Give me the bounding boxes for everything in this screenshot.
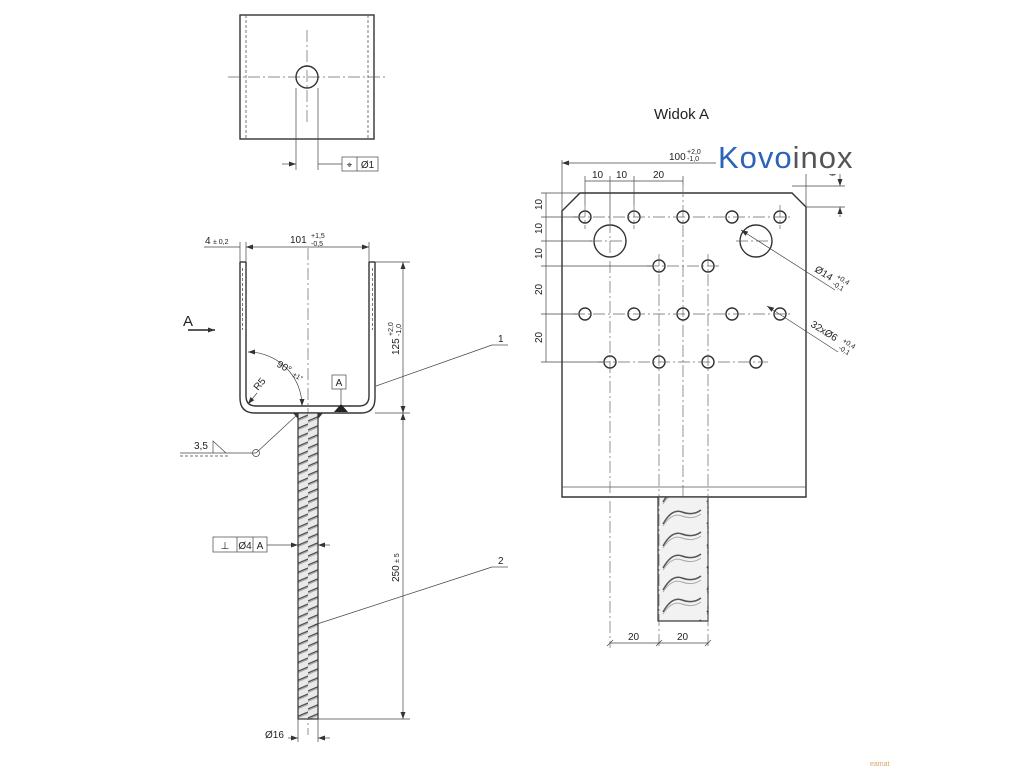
height-tol-upper: +2,0 <box>388 322 395 336</box>
callout-1: 1 <box>498 334 504 345</box>
front-view: Widok A <box>534 106 856 648</box>
callout-2: 2 <box>498 556 504 567</box>
rod-diameter-dim: Ø16 <box>265 730 284 741</box>
logo-part-2: inox <box>793 140 854 175</box>
width-tol-lower: -0,5 <box>311 241 323 248</box>
perp-value: Ø4 <box>238 541 252 552</box>
plate-outline <box>561 192 807 498</box>
angle-dim: 90° <box>275 359 294 376</box>
bottom-spacing-2: 20 <box>677 632 689 643</box>
side-view: A A 4 ± 0,2 101 +1,5 -0,5 125 +2,0 -1,0 … <box>180 233 508 742</box>
datum-label: A <box>336 378 343 389</box>
view-a-title: Widok A <box>654 106 709 123</box>
radius-dim: R5 <box>252 376 269 393</box>
position-value: Ø1 <box>361 160 375 171</box>
u-channel-inner <box>245 262 370 407</box>
rod-length-dim: 250 <box>391 565 402 582</box>
width-tol-upper: +1,5 <box>311 233 325 240</box>
height-dim: 125 <box>391 338 402 355</box>
height-tol-lower: -1,0 <box>396 324 403 336</box>
kovoinox-logo: Kovoinox <box>716 140 920 175</box>
top-view: ⌖ Ø1 <box>228 14 388 172</box>
datum-box <box>331 374 347 390</box>
svg-text:Kovoinox: Kovoinox <box>718 140 854 175</box>
plate-width-tol-upper: +2,0 <box>687 149 701 156</box>
plate-width-tol-lower: -1,0 <box>687 156 699 163</box>
rod-length-tol: ± 5 <box>394 553 401 563</box>
front-rebar-rod <box>657 496 709 622</box>
plate-width-dim: 100 <box>669 152 686 163</box>
watermark: eamat <box>870 761 890 768</box>
left-spacing-3: 10 <box>534 247 545 259</box>
perpendicularity-frame: ⊥ Ø4 A <box>212 536 330 553</box>
left-spacing-4: 20 <box>534 283 545 295</box>
top-view-hole <box>295 65 319 89</box>
position-tolerance-frame: ⌖ Ø1 <box>341 156 379 172</box>
logo-part-1: Kovo <box>718 140 793 175</box>
thickness-dim: 4 <box>205 236 211 247</box>
weld-size: 3,5 <box>194 441 208 452</box>
top-spacing-1: 10 <box>592 170 604 181</box>
position-symbol: ⌖ <box>347 160 353 171</box>
left-spacing-1: 10 <box>534 198 545 210</box>
top-spacing-3: 20 <box>653 170 665 181</box>
rebar-rod <box>297 412 319 720</box>
thickness-tol: ± 0,2 <box>213 239 229 246</box>
angle-tol: ±1° <box>291 371 304 383</box>
left-spacing-5: 20 <box>534 331 545 343</box>
perp-symbol: ⊥ <box>221 541 230 552</box>
top-spacing-2: 10 <box>616 170 628 181</box>
left-spacing-2: 10 <box>534 222 545 234</box>
bottom-spacing-1: 20 <box>628 632 640 643</box>
small-holes-dim: 32xØ6 <box>808 319 839 344</box>
big-hole-dim: Ø14 <box>812 264 834 284</box>
width-dim: 101 <box>290 235 307 246</box>
perp-datum: A <box>257 541 264 552</box>
view-direction-label: A <box>183 313 193 330</box>
